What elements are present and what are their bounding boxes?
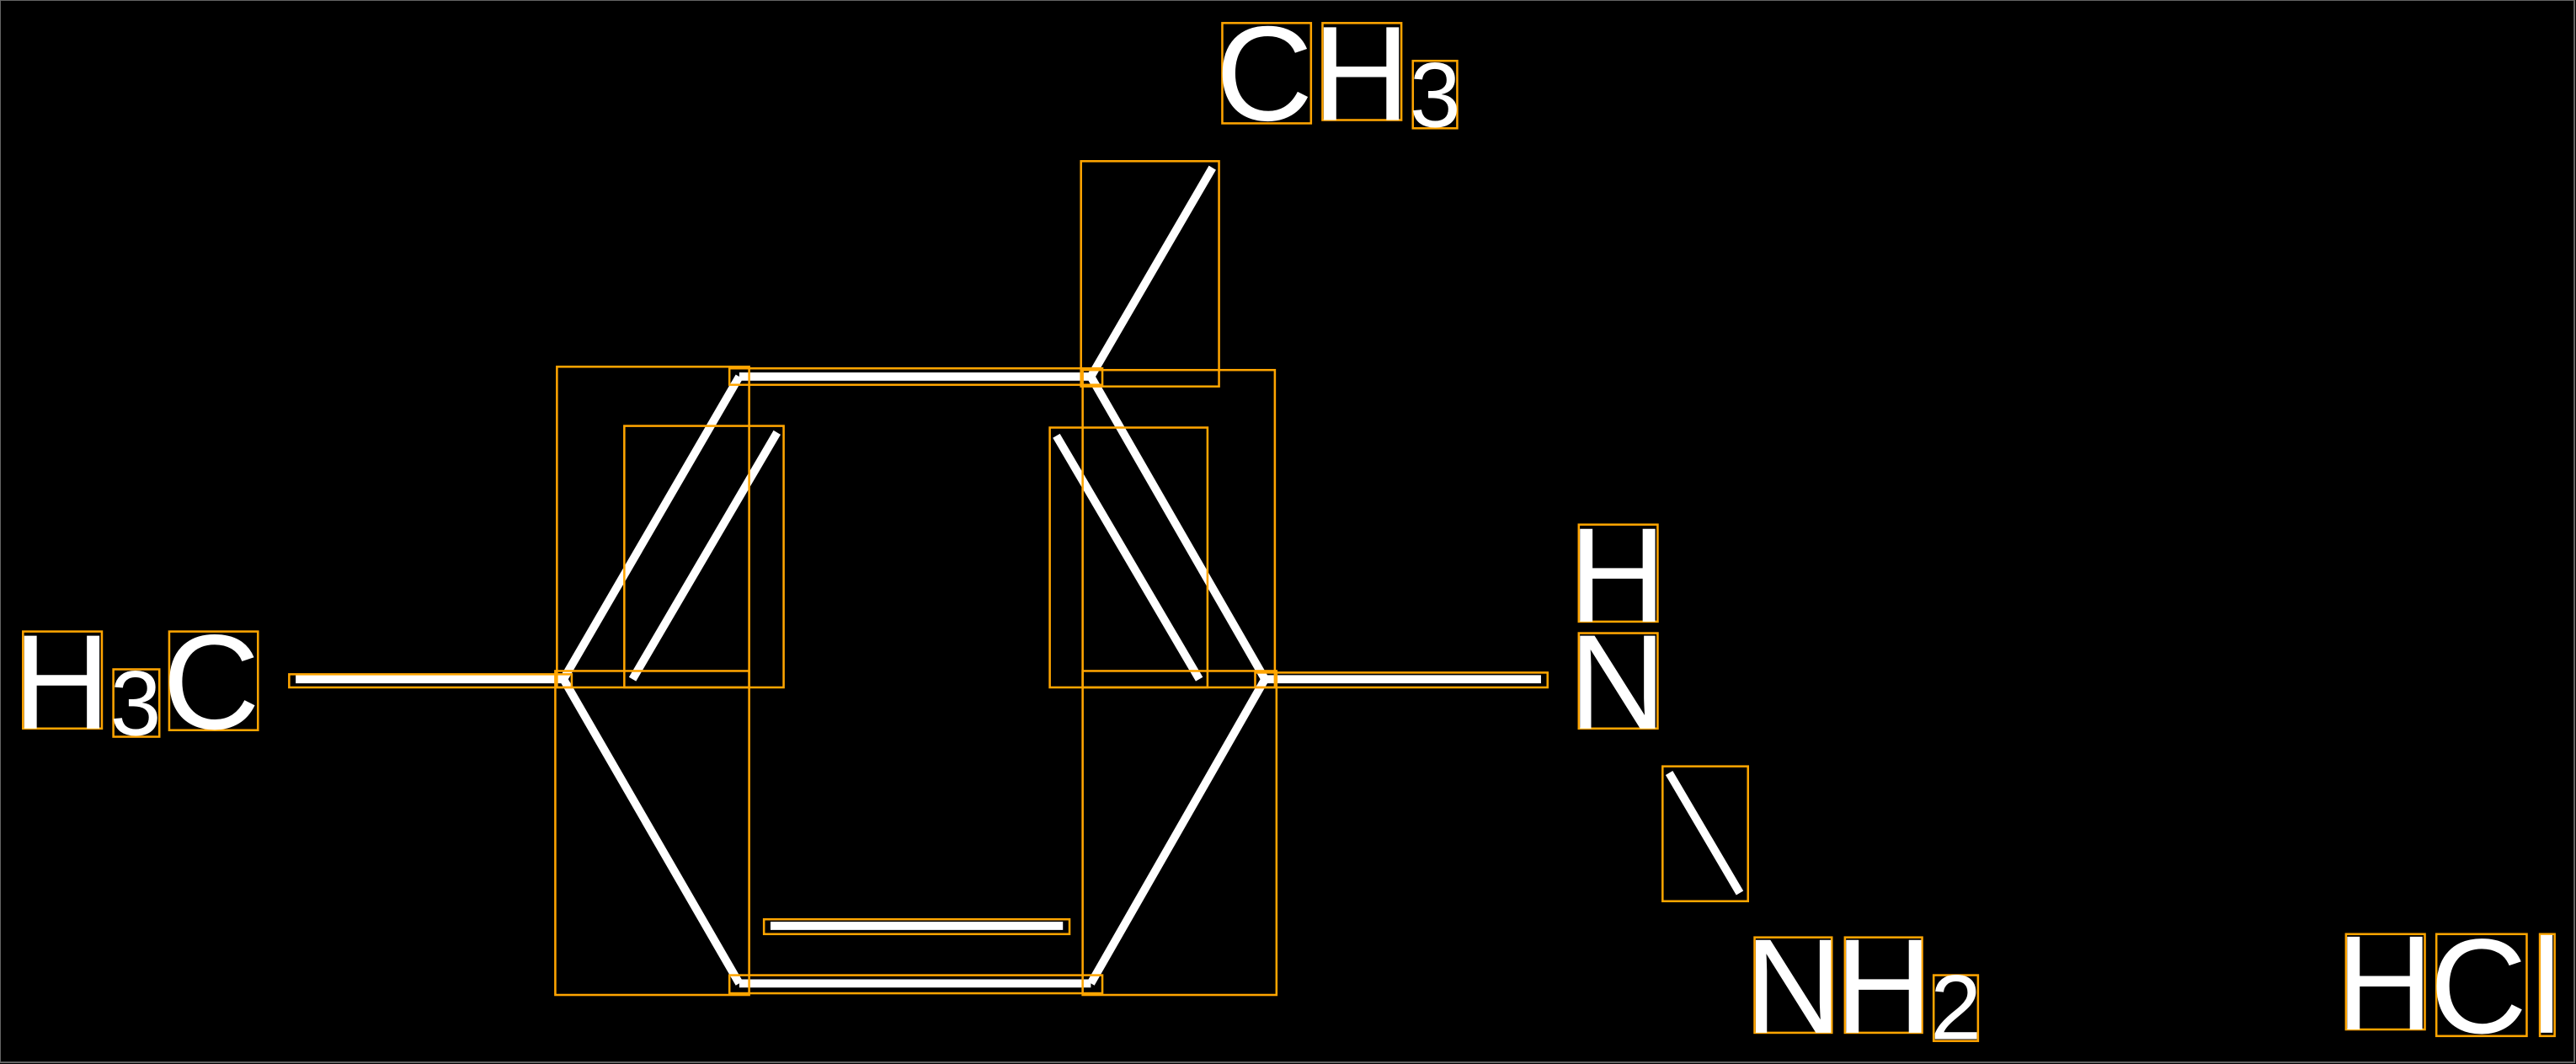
label-nh2-h: H [1835, 911, 1933, 1061]
label-hcl-l: l [2531, 911, 2562, 1061]
label-top-methyl-sub: 3 [1410, 44, 1461, 147]
bond-ring-right-lower [1087, 676, 1269, 986]
bbox [2435, 933, 2528, 1038]
bbox [1048, 426, 1209, 689]
label-left-methyl-sub: 3 [110, 653, 162, 756]
label-left-methyl-c: C [163, 607, 260, 757]
bbox [554, 670, 750, 997]
bbox [728, 974, 1104, 995]
bond-ring-left-lower [559, 676, 744, 986]
bbox [2344, 933, 2426, 1031]
bond-n-n [1665, 771, 1744, 896]
bbox [1254, 671, 1549, 689]
label-nh2-sub: 2 [1930, 957, 1981, 1060]
bond-top-methyl [1087, 165, 1216, 379]
bbox [1661, 765, 1750, 903]
bond-ring-right-inner [1053, 433, 1203, 682]
bbox [1577, 523, 1659, 623]
bbox [1411, 59, 1459, 130]
label-top-methyl-c: C [1216, 0, 1314, 149]
bond-ring-left-inner [628, 430, 781, 682]
bbox [762, 917, 1071, 936]
bbox [288, 673, 573, 689]
bbox [623, 425, 785, 689]
label-nh-h: H [1569, 500, 1667, 650]
label-hcl-h: H [2336, 907, 2434, 1058]
bbox [728, 366, 1104, 387]
bbox [2538, 933, 2556, 1038]
bbox [1577, 632, 1659, 730]
bonds [296, 165, 1744, 988]
bbox [168, 630, 259, 731]
bbox [1843, 936, 1923, 1035]
label-nh2-n: N [1745, 911, 1843, 1061]
atom-labels: C H 3 H 3 C H N N H 2 H C l [13, 0, 2562, 1061]
label-top-methyl-h: H [1313, 0, 1411, 149]
bbox [22, 630, 104, 730]
label-left-methyl-h: H [13, 607, 111, 757]
bbox [1221, 22, 1313, 125]
bbox [1080, 160, 1220, 388]
label-nh-n: N [1569, 607, 1667, 757]
label-hcl-c: C [2429, 911, 2527, 1061]
bounding-boxes [22, 22, 2556, 1042]
bbox [112, 668, 161, 738]
bbox [1753, 936, 1833, 1035]
bbox [1081, 670, 1278, 997]
bbox [1932, 974, 1980, 1042]
bond-ring-left-upper [559, 374, 744, 682]
bbox [1321, 22, 1403, 121]
